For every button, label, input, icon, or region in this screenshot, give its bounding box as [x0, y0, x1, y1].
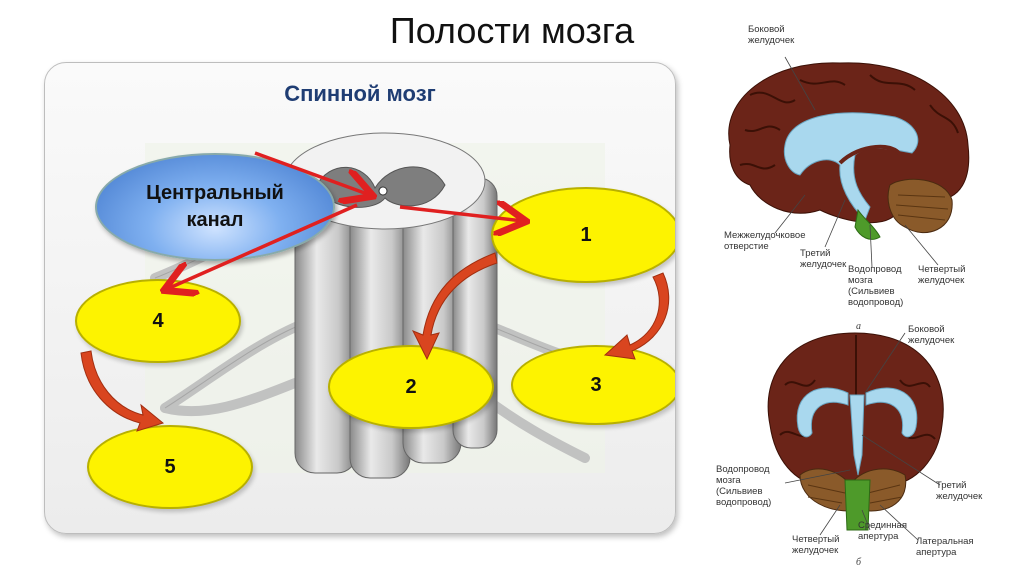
spinal-cord-panel: Спинной мозг Центральный канал 1 2 3 4 5 — [44, 62, 676, 534]
label-a-aqueduct: Водопровод мозга (Сильвиев водопровод) — [848, 264, 904, 308]
brain-sagittal-figure — [728, 56, 970, 541]
oval-5: 5 — [87, 425, 253, 509]
label-a-lateral-ventricle: Боковой желудочек — [748, 24, 795, 46]
label-b-aqueduct: Водопровод мозга (Сильвиев водопровод) — [716, 464, 772, 508]
label-b-lateral-aperture: Латеральная апертура — [916, 536, 974, 558]
label-a-interventricular: Межжелудочковое отверстие — [724, 230, 806, 252]
label-b-lateral-ventricle: Боковой желудочек — [908, 324, 955, 346]
central-canal-label: Центральный канал — [146, 182, 284, 231]
label-b-median-aperture: Срединная апертура — [858, 520, 907, 542]
figure-a-letter: а — [856, 321, 861, 332]
oval-1: 1 — [491, 187, 675, 283]
slide-title: Полости мозга — [389, 10, 635, 51]
central-canal-callout: Центральный канал — [95, 153, 335, 261]
figure-b-letter: б — [856, 557, 862, 568]
brain-figures: Боковой желудочек Межжелудочковое отверс… — [690, 15, 1020, 570]
oval-3: 3 — [511, 345, 675, 425]
oval-4: 4 — [75, 279, 241, 363]
label-a-third-ventricle: Третий желудочек — [800, 248, 847, 270]
oval-2: 2 — [328, 345, 494, 429]
label-a-fourth-ventricle: Четвертый желудочек — [918, 264, 966, 286]
label-b-third-ventricle: Третий желудочек — [936, 480, 983, 502]
panel-heading: Спинной мозг — [284, 81, 436, 106]
label-b-fourth-ventricle: Четвертый желудочек — [792, 534, 840, 556]
